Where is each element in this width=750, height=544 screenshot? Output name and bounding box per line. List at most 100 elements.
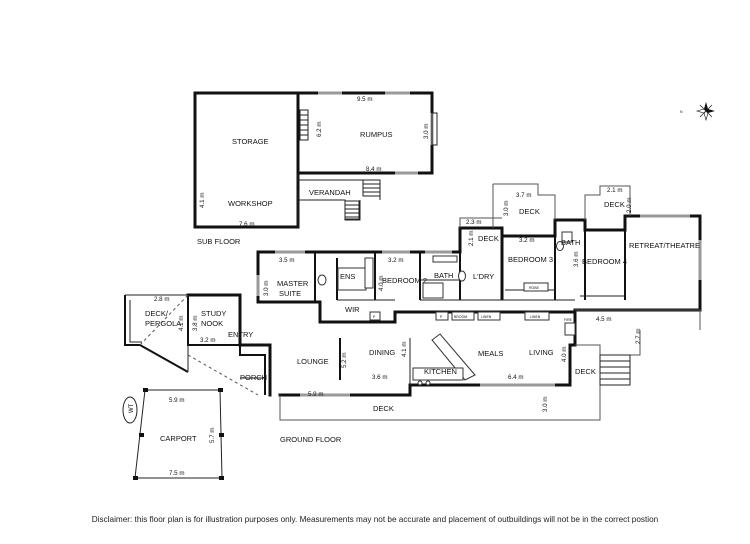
dim-carport-side: 5.7 m: [209, 428, 216, 443]
dim-study-width: 3.2 m: [200, 337, 215, 344]
shower-bath2: [561, 231, 573, 243]
kitchen-sink-2: [425, 380, 431, 386]
dim-rumpus-width: 9.5 m: [357, 96, 372, 103]
kitchen-sink-1: [417, 380, 423, 386]
dim-rear-deck: 2.7 m: [635, 329, 642, 344]
room-master-1: MASTER: [277, 279, 309, 288]
dim-workshop-height: 4.1 m: [199, 193, 206, 208]
room-storage: STORAGE: [232, 137, 269, 146]
dim-bed3-width: 3.2 m: [519, 237, 534, 244]
bath-ens: [364, 257, 374, 289]
carport-plan: WT CARPORT 5.9 m 5.7 m 7.5 m: [122, 388, 224, 480]
ground-floor-plan: P BROOM LINEN LINEN P ROBE FIRE M: [124, 183, 702, 444]
label-linen-1: LINEN: [481, 315, 492, 319]
dim-deck-right-depth: 2.0 m: [626, 198, 633, 213]
dim-bed2-width: 3.2 m: [388, 257, 403, 264]
dim-carport-bottom: 7.5 m: [169, 470, 184, 477]
fireplace-icon: [564, 322, 576, 336]
room-bath2: BATH: [561, 238, 580, 247]
room-deck-rear: DECK: [575, 367, 596, 376]
dim-lounge-width: 5.9 m: [308, 391, 323, 398]
dim-pergola-width: 2.8 m: [154, 296, 169, 303]
dim-dining-width: 3.6 m: [372, 374, 387, 381]
label-p: P: [440, 315, 443, 319]
room-bath: BATH: [434, 271, 453, 280]
dim-retreat-deck: 4.5 m: [596, 316, 611, 323]
pantry: [435, 311, 449, 321]
dim-rumpus-side: 3.0 m: [423, 124, 430, 139]
dim-master-width: 3.5 m: [279, 257, 294, 264]
sub-floor-plan: STORAGE RUMPUS WORKSHOP VERANDAH 9.5 m 6…: [193, 91, 438, 246]
room-verandah: VERANDAH: [309, 188, 351, 197]
room-entry: ENTRY: [228, 330, 253, 339]
room-pergola-1: DECK/: [145, 309, 169, 318]
dim-deck-right: 2.1 m: [607, 187, 622, 194]
room-kitchen: KITCHEN: [424, 367, 457, 376]
room-lounge: LOUNGE: [297, 357, 329, 366]
room-deck-front: DECK: [373, 404, 394, 413]
dim-ldry-width: 2.3 m: [466, 219, 481, 226]
room-master-2: SUITE: [279, 289, 301, 298]
room-bedroom3: BEDROOM 3: [508, 255, 553, 264]
room-porch: PORCH: [240, 373, 267, 382]
dim-living-width: 6.4 m: [508, 374, 523, 381]
dim-ldry-depth: 2.1 m: [468, 231, 475, 246]
vanity-bath: [432, 255, 458, 263]
linen-cupboard-2: [524, 311, 550, 321]
stairs-verandah: [344, 179, 381, 220]
dim-dining-depth: 5.2 m: [341, 353, 348, 368]
dim-study-depth: 4.1 m: [178, 316, 185, 331]
dim-living-depth: 4.0 m: [561, 347, 568, 362]
kitchen-bench: [412, 367, 464, 381]
room-bedroom4: BEDROOM 4: [582, 257, 627, 266]
dim-study-side: 3.8 m: [192, 316, 199, 331]
label-fire: FIRE: [564, 318, 573, 322]
room-deck-upper: DECK: [519, 207, 540, 216]
caption-sub-floor: SUB FLOOR: [197, 237, 241, 246]
dim-front-deck: 3.0 m: [542, 397, 549, 412]
shower-bath: [422, 282, 444, 299]
room-carport: CARPORT: [160, 434, 197, 443]
dim-kitchen-depth: 4.1 m: [401, 342, 408, 357]
label-p-2: P: [373, 315, 376, 319]
room-meals: MEALS: [478, 349, 503, 358]
stairs-rear-deck: [599, 354, 631, 386]
dim-deck-top: 3.7 m: [516, 192, 531, 199]
toilet-ldry: [458, 270, 466, 282]
pantry-2: [369, 311, 381, 321]
dim-workshop-width: 7.6 m: [239, 221, 254, 228]
dim-carport-top: 5.9 m: [169, 397, 184, 404]
room-ens: ENS: [340, 272, 355, 281]
water-tank-icon: [122, 396, 138, 424]
label-wt: WT: [129, 403, 135, 413]
dim-bed2-depth: 4.0 m: [378, 276, 385, 291]
room-ldry: L'DRY: [473, 272, 494, 281]
disclaimer-text: Disclaimer: this floor plan is for illus…: [91, 515, 659, 524]
room-rumpus: RUMPUS: [360, 130, 393, 139]
compass-label: N: [680, 110, 683, 114]
stairs-rumpus: [299, 109, 309, 141]
dim-rumpus-depth: 6.2 m: [316, 122, 323, 137]
label-broom: BROOM: [454, 315, 467, 319]
label-linen-2: LINEN: [530, 315, 541, 319]
toilet-bath2: [556, 241, 564, 251]
dim-master-depth: 3.0 m: [263, 281, 270, 296]
room-dining: DINING: [369, 348, 395, 357]
broom-cupboard: [451, 311, 475, 321]
room-retreat: RETREAT/THEATRE: [629, 241, 700, 250]
caption-ground-floor: GROUND FLOOR: [280, 435, 342, 444]
room-wir: WIR: [345, 305, 360, 314]
room-study-1: STUDY: [201, 309, 226, 318]
robe-cupboard: [523, 282, 549, 292]
kitchen-island: [431, 333, 476, 381]
compass-icon: N: [680, 102, 715, 122]
dim-bed3-side: 3.0 m: [503, 201, 510, 216]
room-pergola-2: PERGOLA: [145, 319, 181, 328]
room-bedroom2: BEDROOM 2: [382, 276, 427, 285]
linen-cupboard-1: [477, 311, 501, 321]
room-deck-retreat: DECK: [604, 200, 625, 209]
room-deck-ldry: DECK: [478, 234, 499, 243]
room-living: LIVING: [529, 348, 554, 357]
room-study-2: NOOK: [201, 319, 223, 328]
